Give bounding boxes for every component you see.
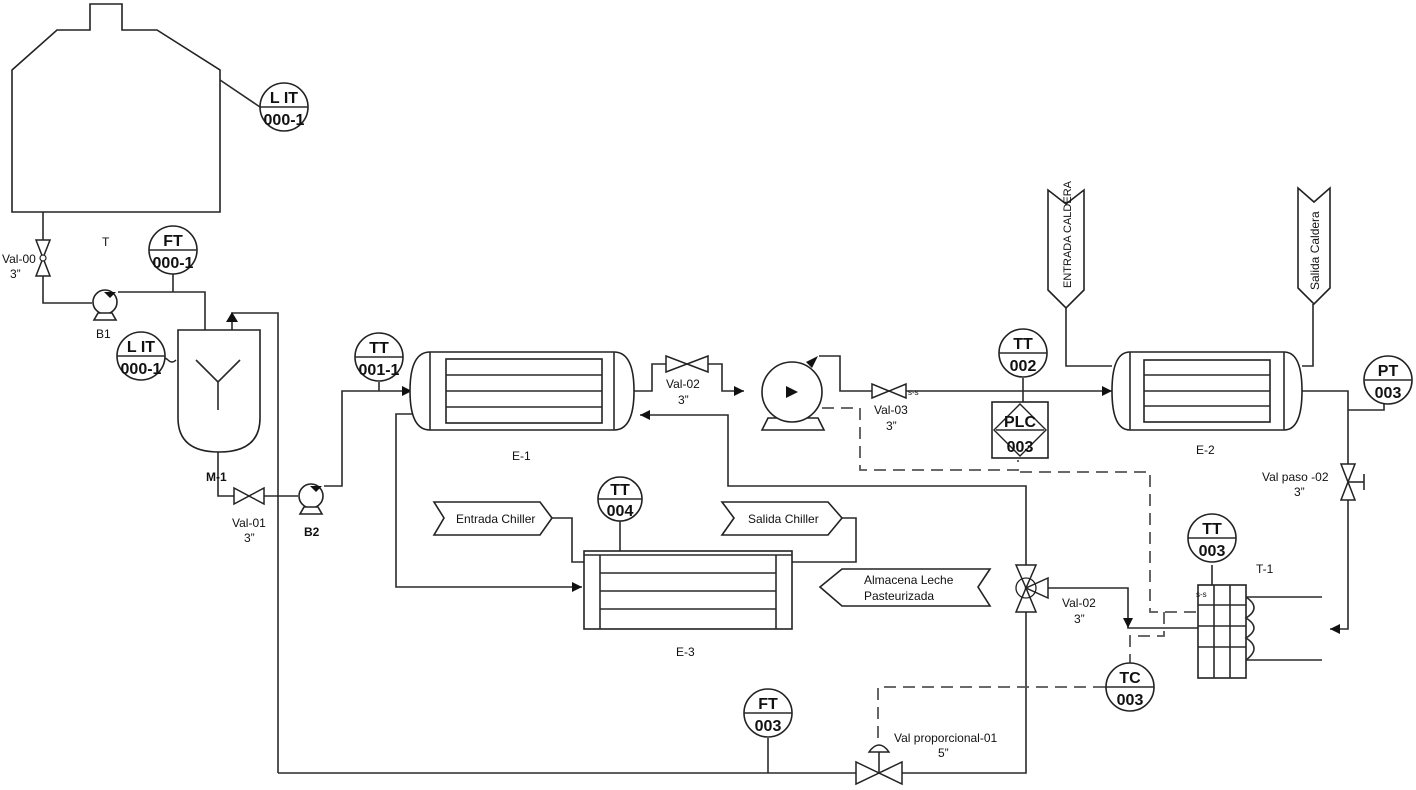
val-02-low-size: 3”: [1074, 612, 1085, 626]
tt-003-tag: TT: [1202, 521, 1222, 538]
plc-number: 003: [1007, 439, 1034, 456]
pt-003-tag: PT: [1378, 363, 1399, 380]
tt-004-tag: TT: [610, 482, 630, 499]
lit-mixer-number: 000-1: [121, 361, 162, 378]
tt-001-number: 001-1: [359, 362, 400, 379]
almacena-label-line1: Almacena Leche: [864, 573, 954, 587]
pump-b1-label: B1: [96, 327, 111, 341]
exchanger-e1: [409, 351, 635, 431]
val-00-valve[interactable]: [34, 239, 52, 277]
pt-003-instrument: PT 003: [1363, 355, 1413, 405]
lit-mixer-instrument: L IT 000-1: [116, 331, 166, 381]
val-00-name: Val-00: [2, 252, 36, 266]
ft-003-tag: FT: [758, 696, 778, 713]
exchanger-e3-label: E-3: [676, 645, 695, 659]
exchanger-e1-label: E-1: [512, 449, 531, 463]
val-02-three-way-valve[interactable]: [1014, 564, 1049, 613]
val-proporcional-valve[interactable]: [855, 744, 903, 786]
tt-003-instrument: TT 003: [1187, 513, 1237, 563]
ft-003-instrument: FT 003: [743, 688, 793, 738]
val-03-size: 3”: [886, 419, 897, 433]
salida-caldera-label: Salida Caldera: [1308, 211, 1322, 290]
val-00-size: 3”: [10, 267, 21, 281]
tt-003-number: 003: [1199, 543, 1226, 560]
tank-label: T: [102, 235, 110, 249]
val-prop-size: 5”: [938, 746, 949, 760]
almacena-label-line2: Pasteurizada: [864, 589, 934, 603]
pump-b2[interactable]: [298, 483, 324, 515]
tc-003-number: 003: [1117, 692, 1144, 709]
lit-tank-tag: L IT: [270, 90, 298, 107]
entrada-caldera-connector: ENTRADA CALDERA: [1047, 180, 1085, 310]
val-01-size: 3”: [244, 531, 255, 545]
pt-003-number: 003: [1375, 385, 1402, 402]
entrada-caldera-label: ENTRADA CALDERA: [1062, 180, 1074, 288]
tc-003-instrument: TC 003: [1105, 662, 1155, 712]
val-paso-02-valve[interactable]: [1339, 463, 1365, 501]
entrada-chiller-connector: Entrada Chiller: [432, 501, 553, 536]
tt-002-instrument: TT 002: [998, 328, 1048, 378]
tank-t1-label: T-1: [1256, 562, 1274, 576]
centrifugal-pump[interactable]: [760, 356, 826, 431]
val-01-valve[interactable]: [233, 486, 265, 506]
val-03-name: Val-03: [874, 403, 908, 417]
pump-b1[interactable]: [92, 289, 118, 321]
tt-002-number: 002: [1010, 358, 1037, 375]
exchanger-e3: [583, 550, 793, 630]
val-01-name: Val-01: [232, 516, 266, 530]
tt-001-tag: TT: [369, 340, 389, 357]
val-03-signal: s-s: [908, 388, 919, 397]
plc-tag: PLC: [1004, 414, 1036, 431]
val-02-low-name: Val-02: [1062, 596, 1096, 610]
mixer-label: M-1: [206, 470, 227, 484]
salida-chiller-connector: Salida Chiller: [720, 501, 844, 536]
ft-000-tag: FT: [163, 233, 183, 250]
val-02-top-valve[interactable]: [665, 354, 709, 374]
salida-chiller-label: Salida Chiller: [748, 512, 819, 526]
ft-000-instrument: FT 000-1: [148, 225, 198, 275]
ft-003-number: 003: [755, 718, 782, 735]
tt-001-instrument: TT 001-1: [354, 332, 404, 382]
entrada-chiller-label: Entrada Chiller: [456, 512, 535, 526]
t1-signal: s-s: [1196, 590, 1207, 599]
lit-tank-instrument: L IT 000-1: [259, 82, 309, 132]
flow-arrows: [226, 312, 1340, 634]
ft-000-number: 000-1: [153, 255, 194, 272]
mixer-m1: [159, 329, 261, 453]
lit-tank-number: 000-1: [264, 112, 305, 129]
salida-caldera-connector: Salida Caldera: [1297, 186, 1331, 306]
val-prop-name: Val proporcional-01: [894, 731, 997, 745]
exchanger-e2: [1111, 351, 1303, 431]
tank-t1-coil: [1197, 584, 1255, 679]
pump-b2-label: B2: [304, 525, 320, 539]
val-02-top-size: 3”: [678, 393, 689, 407]
tt-004-number: 004: [607, 503, 634, 520]
plc-controller: PLC 003: [991, 401, 1049, 459]
process-lines: [42, 79, 1385, 774]
almacena-connector: Almacena Leche Pasteurizada: [818, 568, 992, 607]
val-02-top-name: Val-02: [666, 377, 700, 391]
tt-004-instrument: TT 004: [597, 476, 643, 522]
val-paso-name: Val paso -02: [1262, 470, 1329, 484]
exchanger-e2-label: E-2: [1196, 443, 1215, 457]
val-03-valve[interactable]: [871, 382, 907, 400]
tc-003-tag: TC: [1119, 670, 1141, 687]
val-paso-size: 3”: [1294, 485, 1305, 499]
lit-mixer-tag: L IT: [127, 339, 155, 356]
tt-002-tag: TT: [1013, 336, 1033, 353]
storage-tank: T: [11, 3, 221, 249]
